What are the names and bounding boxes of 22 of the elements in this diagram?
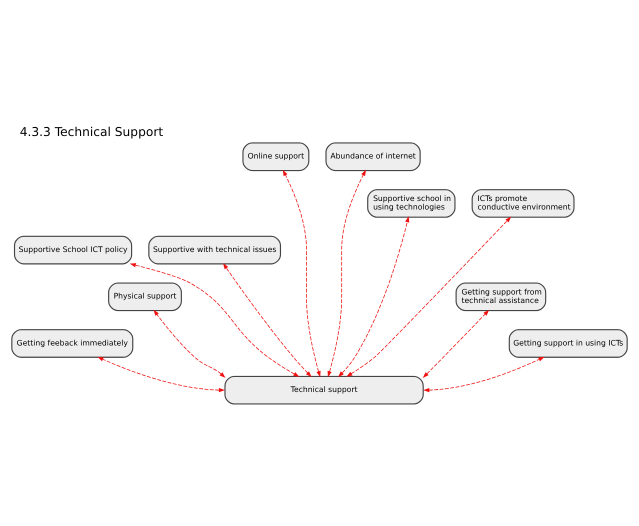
arrow [222, 262, 312, 377]
node-box: Getting support from technical assistance [456, 282, 546, 311]
node-box: Physical support [108, 282, 182, 311]
arrow [328, 169, 366, 377]
arrow [338, 216, 410, 377]
node-box: Supportive with technical issues [148, 235, 282, 264]
node-box: Supportive school in using technologies [367, 188, 456, 218]
arrow [97, 356, 225, 392]
node-box: Supportive School ICT policy [14, 235, 132, 264]
diagram-title: 4.3.3 Technical Support [20, 124, 164, 138]
arrow [422, 309, 490, 378]
arrow [282, 169, 321, 377]
node-box: Getting support in using ICTs [508, 328, 628, 358]
node-box: Abundance of internet [325, 142, 421, 171]
arrow [423, 356, 545, 392]
arrow [346, 216, 512, 376]
node-box: ICTs promote conductive environment [472, 188, 575, 218]
arrow [130, 262, 300, 376]
node-box: Online support [242, 142, 310, 171]
node-box: Technical support [224, 375, 424, 404]
arrow [153, 309, 226, 378]
node-box: Getting feeback immediately [11, 328, 134, 358]
